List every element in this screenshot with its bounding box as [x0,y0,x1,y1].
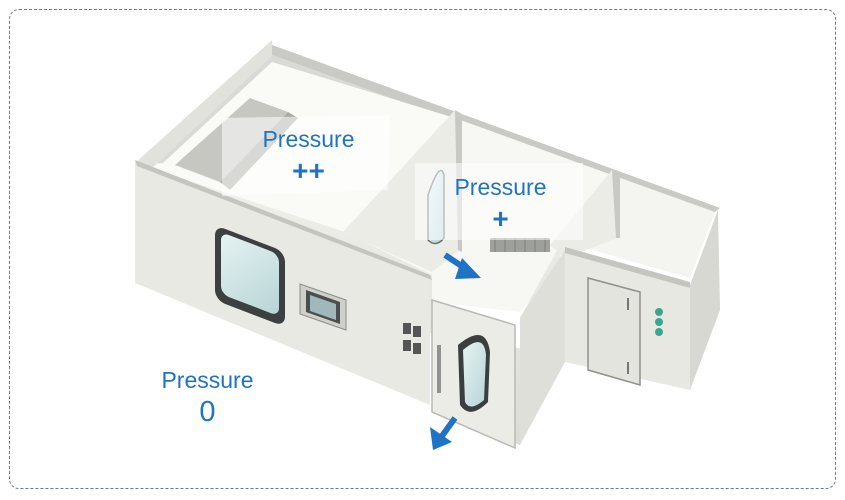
back-wall-top [270,45,720,214]
airflow-arrow-outer [430,416,458,450]
label-plate-room-1 [222,115,390,196]
pressure-level-room-2: + [492,203,509,234]
pressure-label-room-1: Pressure ++ [246,128,371,185]
pressure-label-room-2: Pressure + [438,176,563,233]
pressure-label-outside-text: Pressure [161,367,254,393]
wall-switch-panel [403,323,421,354]
vent-grille-room-2 [490,238,550,252]
pressure-label-outside: Pressure 0 [145,369,270,427]
pass-through-box [299,283,347,331]
front-window [215,228,285,324]
pressure-label-room-1-text: Pressure [262,126,355,152]
left-wall [135,40,272,170]
main-door [431,298,516,450]
pressure-level-outside: 0 [199,396,216,428]
label-plate-room-2 [415,163,583,240]
front-wall-top [135,160,432,280]
room-3-door [587,277,641,386]
status-indicator-lights [655,308,663,336]
airflow-arrow-inner [443,252,481,279]
room-3-top-edge [565,247,690,288]
pressure-label-room-2-text: Pressure [454,174,547,200]
pressure-level-room-1: ++ [292,155,325,186]
partition-2-edge [612,170,620,238]
room-2-right-wall [520,250,565,445]
room-3-side-wall [690,210,720,390]
